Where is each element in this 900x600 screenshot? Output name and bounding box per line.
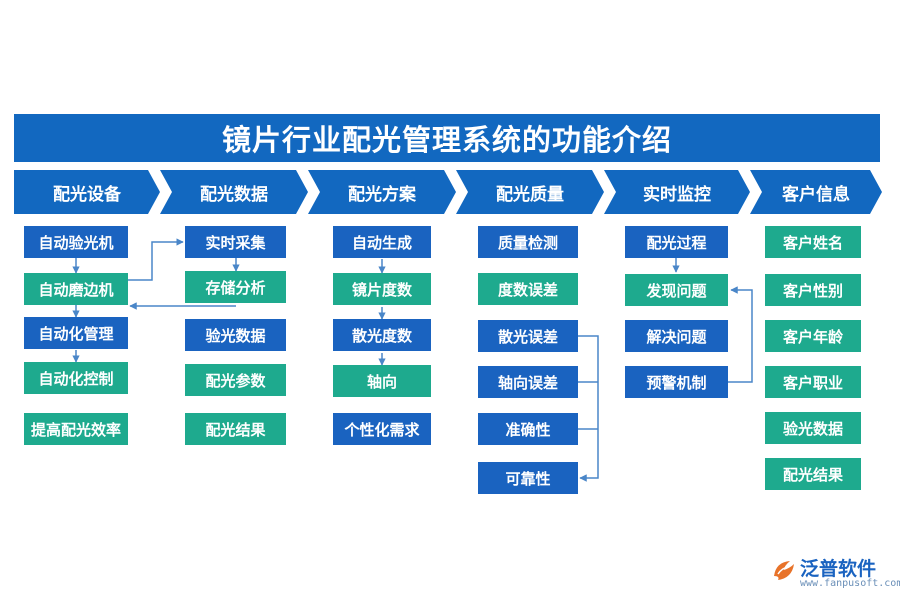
brand-logo: 泛普软件 www.fanpusoft.com — [770, 552, 900, 592]
item-accuracy: 准确性 — [478, 413, 578, 445]
item-customer-optometry-data: 验光数据 — [765, 412, 861, 444]
item-fitting-result: 配光结果 — [185, 413, 286, 445]
header-data: 配光数据 — [160, 170, 308, 214]
item-improve-efficiency: 提高配光效率 — [24, 413, 128, 445]
item-customer-age: 客户年龄 — [765, 320, 861, 352]
item-axis-error: 轴向误差 — [478, 366, 578, 398]
item-find-problems: 发现问题 — [625, 274, 728, 306]
header-quality: 配光质量 — [456, 170, 604, 214]
item-fitting-process: 配光过程 — [625, 226, 728, 258]
item-customer-fitting-result: 配光结果 — [765, 458, 861, 490]
item-power-error: 度数误差 — [478, 273, 578, 305]
brand-icon — [774, 561, 794, 580]
header-monitor: 实时监控 — [604, 170, 750, 214]
diagram-title: 镜片行业配光管理系统的功能介绍 — [14, 114, 880, 162]
item-auto-generate: 自动生成 — [333, 226, 431, 258]
item-astigmatism-error: 散光误差 — [478, 320, 578, 352]
item-storage-analysis: 存储分析 — [185, 271, 286, 303]
item-customer-occupation: 客户职业 — [765, 366, 861, 398]
item-optometry-data: 验光数据 — [185, 319, 286, 351]
header-customer: 客户信息 — [750, 170, 882, 214]
item-automation-control: 自动化控制 — [24, 362, 128, 394]
item-reliability: 可靠性 — [478, 462, 578, 494]
header-equipment: 配光设备 — [14, 170, 160, 214]
item-auto-edger: 自动磨边机 — [24, 273, 128, 305]
item-axis: 轴向 — [333, 365, 431, 397]
item-realtime-collection: 实时采集 — [185, 226, 286, 258]
item-astigmatism-power: 散光度数 — [333, 319, 431, 351]
item-quality-inspection: 质量检测 — [478, 226, 578, 258]
header-plan: 配光方案 — [308, 170, 456, 214]
brand-url: www.fanpusoft.com — [800, 578, 900, 589]
brand-name: 泛普软件 — [800, 558, 877, 580]
item-lens-power: 镜片度数 — [333, 273, 431, 305]
item-fitting-params: 配光参数 — [185, 364, 286, 396]
item-personalized-needs: 个性化需求 — [333, 413, 431, 445]
item-alert-mechanism: 预警机制 — [625, 366, 728, 398]
item-automation-management: 自动化管理 — [24, 317, 128, 349]
item-solve-problems: 解决问题 — [625, 320, 728, 352]
item-customer-gender: 客户性别 — [765, 274, 861, 306]
item-customer-name: 客户姓名 — [765, 226, 861, 258]
item-auto-refractometer: 自动验光机 — [24, 226, 128, 258]
